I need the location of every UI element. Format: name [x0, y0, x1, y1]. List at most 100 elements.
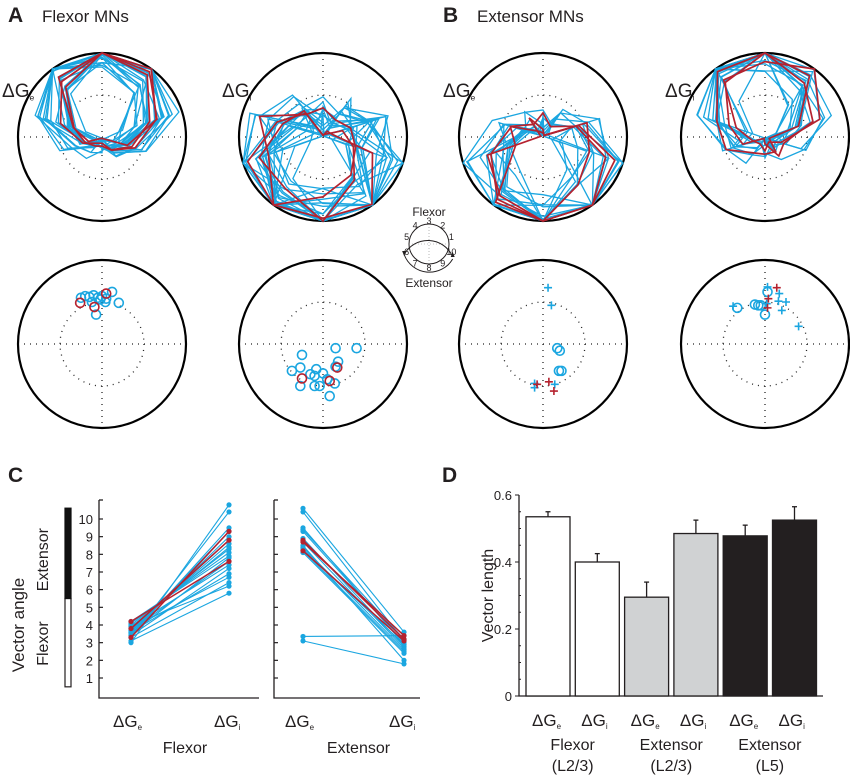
- point-cyan-circle: [296, 349, 308, 361]
- polar-plot-A-top-right: [237, 51, 409, 223]
- d-group-sublabel: (L2/3): [552, 758, 594, 775]
- legend-direction-1: 1: [449, 232, 454, 242]
- c-axes: [98, 500, 259, 699]
- profile-red: [724, 51, 814, 158]
- point-cyan-circle: [330, 342, 341, 354]
- c-point: [226, 509, 232, 515]
- point-cyan-plus: [794, 322, 803, 331]
- c-paired-line: [130, 539, 230, 630]
- profile-red: [246, 112, 374, 220]
- profile-cyan: [466, 113, 568, 222]
- point-red-circle: [74, 297, 86, 309]
- point-cyan-circle: [755, 300, 767, 311]
- c-ytick-label: 6: [86, 583, 93, 598]
- flexor-range-bar: [64, 597, 72, 688]
- d-ytick-label: 0.6: [494, 488, 512, 503]
- legend-direction-9: 9: [440, 259, 445, 269]
- c-point: [401, 648, 407, 655]
- point-red-plus: [763, 303, 772, 312]
- label-delta-ge-a: ΔGe: [2, 81, 34, 102]
- c-paired-line: [130, 548, 230, 626]
- d-xlabel-ge: ΔGe: [532, 711, 562, 731]
- point-cyan-circle: [314, 380, 325, 392]
- label-delta-ge-b: ΔGe: [443, 81, 475, 102]
- c-ytick-label: 8: [86, 547, 93, 562]
- polar-plot-B-top-left: [457, 51, 629, 223]
- c-point: [300, 509, 306, 515]
- d-xlabel-gi: ΔGi: [581, 711, 608, 731]
- c-ylabel-extensor: Extensor: [35, 527, 52, 591]
- c-ylabel-flexor: Flexor: [35, 621, 52, 666]
- point-cyan-circle: [324, 390, 336, 402]
- d-bar: [722, 535, 768, 697]
- d-group-sublabel: (L2/3): [650, 758, 692, 775]
- half-ring: [59, 301, 145, 387]
- point-red-plus: [764, 294, 773, 303]
- legend-arrow-left: [402, 251, 407, 256]
- polar-profiles: [34, 52, 180, 160]
- c-group-label-flexor: Flexor: [163, 740, 208, 757]
- panel-letter-a: A: [8, 4, 23, 27]
- c-xlabel-ge: ΔGe: [113, 712, 143, 732]
- legend-direction-6: 6: [404, 247, 409, 257]
- c-paired-line: [130, 585, 230, 626]
- panel-letter-b: B: [443, 4, 458, 27]
- c-point: [300, 539, 306, 545]
- c-ylabel: Vector angle: [9, 578, 28, 673]
- c-ytick-label: 4: [86, 618, 93, 633]
- d-group-label: Extensor: [738, 737, 802, 754]
- c-point: [401, 661, 407, 667]
- legend-direction-4: 4: [413, 220, 418, 230]
- profile-red: [716, 52, 811, 156]
- c-xlabel-gi: ΔGi: [214, 712, 241, 732]
- c-point: [128, 634, 134, 640]
- legend-direction-8: 8: [426, 263, 431, 273]
- c-point: [226, 580, 232, 586]
- point-cyan-plus: [550, 380, 559, 389]
- c-axes: [273, 500, 420, 699]
- c-point: [226, 528, 232, 534]
- c-point: [226, 537, 232, 543]
- c-paired-line: [130, 555, 230, 622]
- legend-direction-7: 7: [413, 259, 418, 269]
- legend-direction-5: 5: [404, 232, 409, 242]
- c-paired-line: [302, 508, 405, 633]
- c-point: [300, 528, 306, 534]
- legend-arrow-right: [450, 252, 455, 257]
- c-ytick-label: 2: [86, 653, 93, 668]
- c-ytick-label: 10: [79, 512, 93, 527]
- d-ylabel: Vector length: [480, 549, 497, 642]
- c-point: [300, 638, 306, 644]
- point-cyan-plus: [729, 302, 738, 311]
- d-group-sublabel: (L5): [756, 758, 784, 775]
- profile-cyan: [59, 52, 161, 149]
- legend-direction-3: 3: [426, 216, 431, 226]
- d-ytick-label: 0.2: [494, 622, 512, 637]
- point-cyan-plus: [782, 298, 790, 306]
- c-paired-line: [130, 560, 230, 623]
- c-point: [401, 633, 407, 639]
- point-cyan-circle: [90, 309, 102, 320]
- c-point: [128, 618, 134, 625]
- d-bar: [574, 561, 620, 697]
- d-bar: [525, 516, 571, 697]
- c-point: [226, 574, 232, 580]
- d-ytick-label: 0: [505, 689, 512, 704]
- half-ring: [500, 301, 586, 387]
- c-ytick-label: 3: [86, 636, 93, 651]
- d-xlabel-ge: ΔGe: [729, 711, 759, 731]
- legend-flexor-label: Flexor: [412, 205, 445, 219]
- half-ring: [722, 94, 808, 180]
- legend-direction-2: 2: [440, 220, 445, 230]
- polar-profiles: [696, 51, 833, 165]
- c-paired-line: [302, 640, 405, 665]
- point-cyan-circle: [759, 309, 771, 320]
- profile-cyan: [715, 52, 821, 153]
- unit-ring: [16, 258, 188, 430]
- polar-plot-A-top-left: [16, 51, 188, 223]
- c-paired-line: [302, 541, 405, 637]
- c-point: [300, 633, 306, 640]
- point-cyan-circle: [295, 380, 306, 392]
